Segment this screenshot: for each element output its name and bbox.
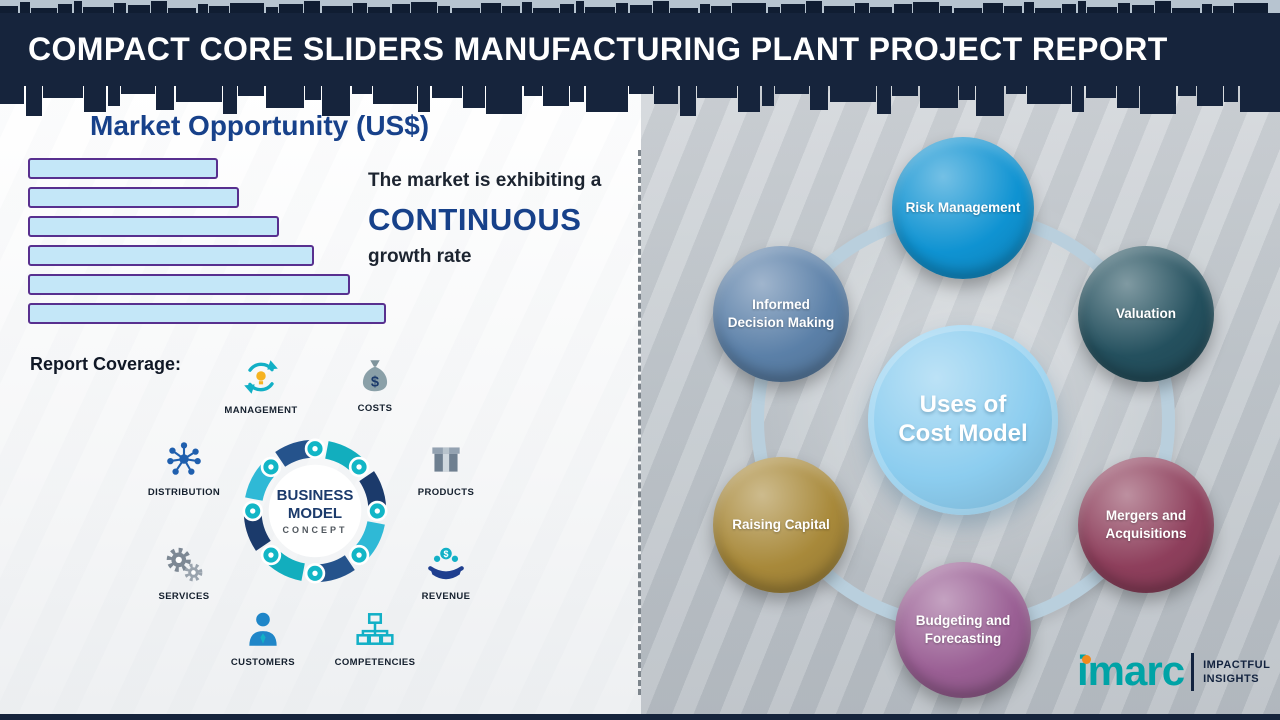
logo-divider [1191, 653, 1195, 691]
money-bag-icon: $ [362, 360, 388, 392]
bm-label: SERVICES [158, 591, 210, 602]
right-panel: Uses of Cost Model Risk Management Valua… [641, 86, 1280, 714]
satellite-informed-decision-making: Informed Decision Making [713, 246, 849, 382]
satellite-mergers-acquisitions: Mergers and Acquisitions [1078, 457, 1214, 593]
box-icon [432, 447, 460, 472]
bm-label: DISTRIBUTION [147, 487, 221, 498]
bm-label: COMPETENCIES [334, 657, 416, 668]
brand-text: imarc [1077, 647, 1185, 694]
bm-item-competencies: COMPETENCIES [327, 608, 423, 668]
report-coverage-label: Report Coverage: [30, 354, 182, 374]
market-bar [28, 187, 239, 208]
bm-item-customers: CUSTOMERS [215, 608, 311, 668]
bm-item-revenue: $ REVENUE [398, 542, 494, 602]
growth-line2: CONTINUOUS [368, 202, 582, 237]
market-bar [28, 274, 350, 295]
bm-item-management: MANAGEMENT [213, 356, 309, 416]
satellite-budgeting-forecasting: Budgeting and Forecasting [895, 562, 1031, 698]
bm-item-products: PRODUCTS [398, 438, 494, 498]
market-opportunity-title: Market Opportunity (US$) [90, 110, 430, 141]
satellite-label: Valuation [1115, 306, 1176, 322]
satellite-label: Raising Capital [732, 517, 830, 533]
satellite-label: Informed Decision Making [727, 297, 835, 330]
brand-wrap: imarc [1077, 647, 1185, 694]
bm-center-line1: BUSINESS [276, 487, 354, 505]
center-label-line2: Cost Model [898, 420, 1028, 447]
market-bar [28, 158, 218, 179]
gears-icon [166, 547, 203, 582]
bm-center-line2: MODEL [287, 504, 343, 522]
left-panel: Market Opportunity (US$) The market is e… [0, 86, 641, 714]
growth-text: The market is exhibiting a CONTINUOUS gr… [368, 170, 630, 268]
bm-center-line3: CONCEPT [282, 524, 348, 535]
market-bar [28, 216, 279, 237]
org-chart-icon [356, 613, 394, 645]
tagline-line2: INSIGHTS [1203, 673, 1260, 685]
svg-text:$: $ [444, 549, 449, 559]
business-model-center-label: BUSINESS MODEL CONCEPT [226, 422, 404, 600]
satellite-raising-capital: Raising Capital [713, 457, 849, 593]
hand-coins-icon: $ [428, 547, 464, 580]
satellite-risk-management: Risk Management [892, 137, 1034, 279]
network-icon [167, 442, 201, 475]
growth-line3: growth rate [368, 246, 472, 267]
skyline-top [0, 0, 1280, 13]
svg-text:$: $ [371, 375, 379, 391]
bm-label: CUSTOMERS [230, 657, 296, 668]
business-model-donut: BUSINESS MODEL CONCEPT [226, 422, 404, 600]
satellite-label: Mergers and Acquisitions [1105, 508, 1187, 541]
bm-label: PRODUCTS [417, 487, 475, 498]
bm-label: REVENUE [421, 591, 471, 602]
donut-ring [242, 438, 388, 584]
brand-dot [1082, 655, 1091, 664]
person-icon [249, 612, 277, 646]
bm-item-services: SERVICES [136, 542, 232, 602]
bm-label: MANAGEMENT [224, 405, 298, 416]
satellite-valuation: Valuation [1078, 246, 1214, 382]
growth-line1: The market is exhibiting a [368, 170, 602, 191]
market-bar-chart [28, 158, 386, 324]
satellite-label: Risk Management [905, 200, 1021, 216]
bm-label: COSTS [357, 403, 393, 414]
logo-tagline: IMPACTFUL INSIGHTS [1203, 658, 1270, 687]
header-band: COMPACT CORE SLIDERS MANUFACTURING PLANT… [0, 13, 1280, 86]
page-title: COMPACT CORE SLIDERS MANUFACTURING PLANT… [28, 31, 1168, 67]
bm-item-costs: $ COSTS [327, 354, 423, 414]
market-bar [28, 303, 386, 324]
bottom-accent-bar [0, 714, 1280, 720]
market-bar [28, 245, 314, 266]
management-cycle-icon [244, 360, 278, 394]
imarc-logo: imarc IMPACTFUL INSIGHTS [1077, 650, 1270, 692]
center-label-line1: Uses of [919, 391, 1007, 419]
bm-item-distribution: DISTRIBUTION [136, 438, 232, 498]
tagline-line1: IMPACTFUL [1203, 658, 1271, 671]
cost-model-center: Uses of Cost Model [868, 325, 1058, 515]
satellite-label: Budgeting and Forecasting [915, 613, 1011, 646]
dashed-divider [638, 150, 641, 695]
